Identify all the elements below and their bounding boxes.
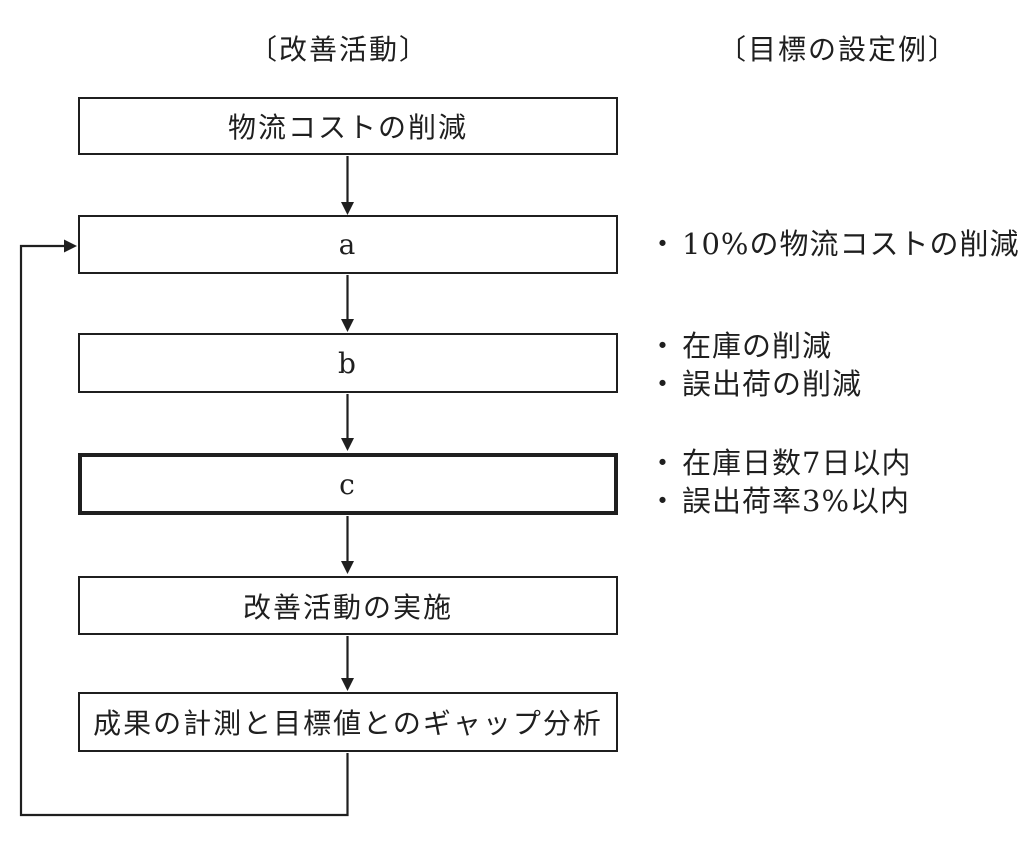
goal-annotation-for-c: ・ 在庫日数7日以内 ・ 誤出荷率3%以内: [648, 444, 911, 520]
goal-item: ・ 誤出荷の削減: [648, 365, 862, 403]
goal-item: ・ 誤出荷率3%以内: [648, 482, 911, 520]
bullet-glyph: ・: [648, 484, 679, 518]
arrow-c-to-implementation: [341, 516, 354, 574]
goal-annotation-for-a: ・ 10%の物流コストの削減: [648, 225, 1019, 263]
flow-box-label: c: [339, 467, 357, 501]
goal-item-text: 誤出荷率3%以内: [682, 484, 911, 518]
flow-box-c-emphasized: c: [78, 453, 618, 515]
flow-box-label: a: [338, 228, 358, 261]
arrow-box1-to-a: [341, 156, 354, 215]
goal-item: ・ 在庫の削減: [648, 327, 862, 365]
goal-item-text: 在庫日数7日以内: [682, 446, 912, 480]
flow-box-a: a: [78, 215, 618, 274]
goal-annotation-for-b: ・ 在庫の削減 ・ 誤出荷の削減: [648, 327, 862, 403]
flow-box-b: b: [78, 333, 618, 393]
bullet-glyph: ・: [648, 367, 679, 401]
column-header-goal-examples: 〔目標の設定例〕: [717, 33, 959, 66]
flow-box-label: b: [338, 346, 358, 380]
goal-item-text: 在庫の削減: [682, 329, 833, 363]
arrow-a-to-b: [341, 275, 354, 332]
flow-box-label: 改善活動の実施: [242, 590, 453, 624]
goal-item: ・ 10%の物流コストの削減: [648, 225, 1019, 263]
flow-box-measurement-gap-analysis: 成果の計測と目標値とのギャップ分析: [78, 692, 618, 752]
bullet-glyph: ・: [648, 329, 679, 363]
column-header-improvement-activities: 〔改善活動〕: [248, 33, 430, 66]
flow-box-label: 物流コストの削減: [227, 111, 468, 144]
bullet-glyph: ・: [648, 227, 679, 261]
goal-item: ・ 在庫日数7日以内: [648, 444, 911, 482]
goal-item-text: 誤出荷の削減: [682, 367, 863, 401]
flow-box-label: 成果の計測と目標値とのギャップ分析: [93, 707, 603, 740]
arrow-implementation-to-measurement: [341, 636, 354, 691]
arrow-b-to-c: [341, 394, 354, 451]
flow-box-implementation: 改善活動の実施: [78, 576, 618, 635]
goal-item-text: 10%の物流コストの削減: [682, 227, 1020, 261]
bullet-glyph: ・: [648, 446, 679, 480]
flow-box-logistics-cost-reduction: 物流コストの削減: [78, 97, 618, 155]
